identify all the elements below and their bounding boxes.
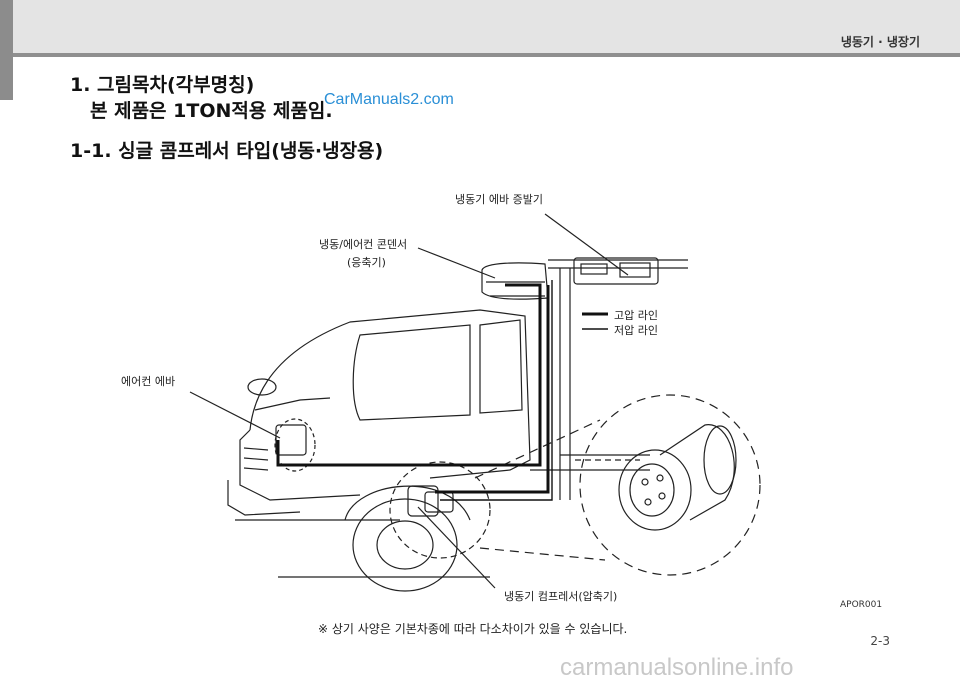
header-band bbox=[0, 0, 960, 54]
section-title: 1. 그림목차(각부명칭) bbox=[70, 74, 255, 96]
label-condenser-sub: (응축기) bbox=[347, 256, 386, 269]
chapter-title: 냉동기 · 냉장기 bbox=[840, 35, 920, 49]
label-ac-evaporator: 에어컨 에바 bbox=[121, 375, 176, 388]
section-subtitle: 본 제품은 1TON적용 제품임. bbox=[90, 100, 333, 122]
label-evaporator: 냉동기 에바 증발기 bbox=[455, 193, 543, 206]
spec-note: ※ 상기 사양은 기본차종에 따라 다소차이가 있을 수 있습니다. bbox=[318, 622, 628, 636]
side-tab bbox=[0, 0, 13, 100]
watermark-link[interactable]: CarManuals2.com bbox=[324, 91, 454, 108]
header-rule bbox=[13, 53, 960, 57]
legend-low-pressure: 저압 라인 bbox=[614, 324, 658, 337]
label-condenser: 냉동/에어컨 콘덴서 bbox=[319, 238, 408, 251]
figure-code: APOR001 bbox=[840, 600, 883, 610]
footer-watermark[interactable]: carmanualsonline.info bbox=[560, 654, 794, 681]
page-number: 2-3 bbox=[870, 634, 890, 648]
label-compressor: 냉동기 컴프레서(압축기) bbox=[504, 590, 618, 603]
subsection-title: 1-1. 싱글 콤프레서 타입(냉동·냉장용) bbox=[70, 140, 384, 162]
legend-high-pressure: 고압 라인 bbox=[614, 309, 658, 322]
